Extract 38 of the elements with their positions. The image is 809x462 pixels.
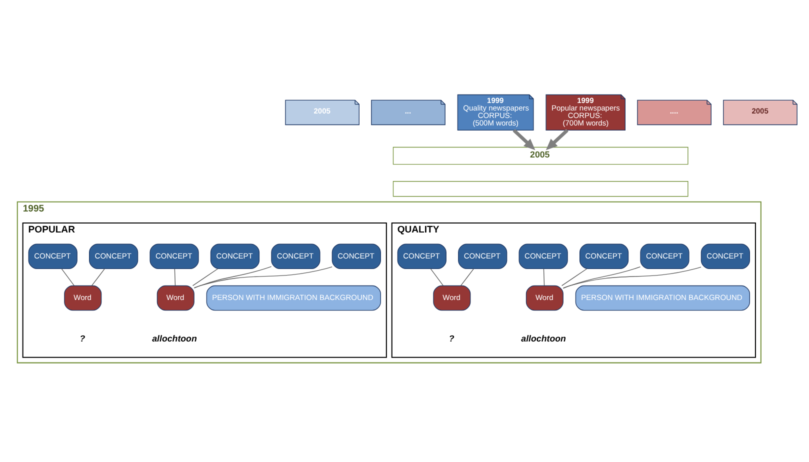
node-box: CONCEPT [579,243,629,269]
node-label: allochtoon [152,332,197,343]
node-box: CONCEPT [89,243,138,269]
node-box: CONCEPT [271,243,320,269]
node-box: CONCEPT [332,243,381,269]
node-box: CONCEPT [518,243,568,269]
connector [194,266,272,288]
node-box: CONCEPT [397,243,446,269]
node-box: 2005 [392,146,688,164]
node-box: Word [156,284,194,310]
connector [194,266,332,288]
node-box: CONCEPT [210,243,260,269]
node-box: Word [433,284,471,310]
node-box: CONCEPT [458,243,508,269]
node-box: PERSON WITH IMMIGRATION BACKGROUND [206,284,381,310]
connector [543,268,545,286]
node-label: ? [448,332,454,343]
node-box: Word [64,284,102,310]
arrow [512,128,536,150]
node-box [392,180,688,196]
node-label: ? [80,332,86,343]
connector [562,266,641,288]
connector [92,268,106,286]
node-box: CONCEPT [640,243,690,269]
node-box: CONCEPT [150,243,199,269]
connector [430,268,444,286]
connector [61,268,74,286]
connector [174,268,176,286]
node-box: Word [526,284,564,310]
node-box: PERSON WITH IMMIGRATION BACKGROUND [575,284,750,310]
connector [561,268,588,286]
connector [192,268,218,286]
node-box: CONCEPT [28,243,78,269]
connector [562,266,702,288]
node-box: CONCEPT [700,243,750,269]
connector [460,268,474,286]
arrow [546,128,568,150]
node-label: allochtoon [521,332,566,343]
